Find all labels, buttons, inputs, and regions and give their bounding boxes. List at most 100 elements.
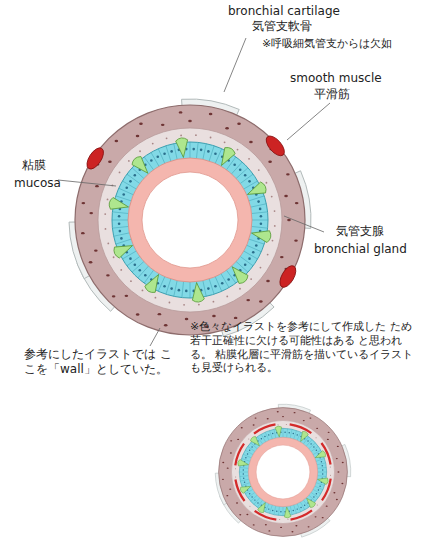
epithelial-cell-border bbox=[240, 256, 253, 265]
epithelial-cell-border bbox=[297, 504, 301, 512]
wall-cell bbox=[337, 471, 339, 472]
submucosa-cell bbox=[180, 135, 182, 137]
bronchial-gland bbox=[191, 282, 205, 303]
epithelial-cell-border bbox=[166, 146, 171, 161]
wall-cell bbox=[108, 161, 112, 163]
epithelial-cell-border bbox=[221, 274, 229, 288]
epithelial-cell-border bbox=[252, 226, 268, 228]
epithelial-nucleus bbox=[248, 180, 251, 183]
epithelial-nucleus bbox=[244, 482, 245, 483]
wall-cell bbox=[158, 313, 162, 315]
epithelial-nucleus bbox=[272, 510, 273, 511]
epithelial-cell-border bbox=[311, 446, 318, 451]
wall-cell bbox=[241, 427, 243, 428]
epithelial-cell-border bbox=[116, 239, 131, 244]
submucosa-cell bbox=[235, 468, 236, 469]
wall-cell bbox=[89, 261, 93, 263]
epithelial-nucleus bbox=[257, 200, 260, 203]
epithelial-cell-border bbox=[252, 212, 268, 214]
wall-cell bbox=[161, 124, 165, 126]
wall-cell bbox=[136, 313, 140, 315]
submucosa-cell bbox=[267, 254, 269, 256]
part-label: ※色々なイラストを参考にして作成した ため若干正確性に欠ける可能性はある と思わ… bbox=[190, 320, 422, 375]
wall-cell bbox=[268, 530, 270, 531]
wall-cell bbox=[265, 524, 267, 525]
submucosa-cell bbox=[274, 210, 276, 212]
wall-cell bbox=[327, 439, 329, 440]
epithelial-nucleus bbox=[134, 263, 137, 266]
epithelial-cell-border bbox=[138, 266, 149, 278]
epithelial-cell-border bbox=[241, 483, 250, 486]
epithelial-nucleus bbox=[245, 457, 246, 458]
epithelial-cell-border bbox=[274, 429, 276, 438]
wall-cell bbox=[284, 195, 288, 197]
epithelial-cell-border bbox=[240, 174, 253, 183]
epithelium-layer bbox=[112, 142, 268, 298]
submucosa-cell bbox=[258, 169, 260, 171]
epithelial-cell-border bbox=[294, 505, 297, 514]
wall-cell bbox=[229, 488, 231, 489]
wall-cell bbox=[237, 123, 241, 125]
epithelial-nucleus bbox=[249, 450, 250, 451]
epithelial-cell-border bbox=[270, 430, 273, 439]
epithelial-nucleus bbox=[248, 257, 251, 260]
epithelial-nucleus bbox=[227, 278, 230, 281]
epithelial-cell-border bbox=[241, 459, 250, 462]
epithelial-cell-border bbox=[158, 149, 165, 164]
epithelial-nucleus bbox=[207, 150, 210, 153]
epithelial-cell-border bbox=[251, 204, 267, 207]
submucosa-cell bbox=[237, 149, 239, 151]
epithelial-nucleus bbox=[313, 496, 314, 497]
submucosa-layer bbox=[231, 420, 334, 523]
submucosa-cell bbox=[107, 243, 109, 245]
wall-cell bbox=[230, 452, 232, 453]
mucosa-ring bbox=[248, 437, 317, 506]
submucosa-cell bbox=[286, 424, 287, 425]
epithelial-cell-border bbox=[236, 168, 248, 179]
epithelial-nucleus bbox=[170, 287, 173, 290]
wall-cell bbox=[89, 212, 93, 214]
submucosa-cell bbox=[316, 437, 317, 438]
epithelial-nucleus bbox=[284, 432, 285, 433]
submucosa-cell bbox=[274, 225, 276, 227]
epithelial-nucleus bbox=[322, 469, 323, 470]
epithelial-cell-border bbox=[278, 507, 280, 516]
epithelial-cell-border bbox=[316, 483, 325, 486]
submucosa-cell bbox=[249, 506, 250, 507]
wall-cell bbox=[253, 524, 255, 525]
wall-cell bbox=[336, 499, 338, 500]
epithelial-cell-border bbox=[249, 196, 264, 201]
epithelial-cell-border bbox=[283, 428, 284, 437]
epithelial-cell-border bbox=[240, 467, 249, 469]
epithelial-cell-border bbox=[127, 174, 140, 183]
wall-cell bbox=[333, 492, 335, 493]
epithelial-nucleus bbox=[120, 237, 123, 240]
submucosa-cell bbox=[152, 143, 154, 145]
epithelial-cell-border bbox=[315, 486, 323, 490]
epithelial-cell-border bbox=[318, 467, 327, 469]
epithelial-cell-border bbox=[240, 479, 249, 481]
lumen bbox=[256, 445, 310, 499]
wall-cell bbox=[227, 467, 229, 468]
epithelial-nucleus bbox=[138, 269, 141, 272]
epithelial-nucleus bbox=[261, 438, 262, 439]
wall-cell bbox=[326, 505, 328, 506]
epithelial-cell-border bbox=[209, 146, 214, 161]
wall-cell bbox=[342, 462, 344, 463]
wall-cell bbox=[94, 249, 98, 251]
wall-cell bbox=[268, 161, 272, 163]
epithelial-nucleus bbox=[244, 174, 247, 177]
submucosa-cell bbox=[128, 160, 130, 162]
submucosa-cell bbox=[166, 137, 168, 139]
epithelial-nucleus bbox=[304, 505, 305, 506]
epithelial-cell-border bbox=[270, 505, 273, 514]
part-label: smooth muscle bbox=[290, 71, 390, 86]
epithelial-cell-border bbox=[203, 144, 206, 160]
submucosa-cell bbox=[287, 519, 288, 520]
wall-cell bbox=[246, 514, 248, 515]
leader-line bbox=[150, 328, 160, 346]
wall-cell bbox=[267, 418, 269, 419]
epithelial-nucleus bbox=[118, 222, 121, 225]
epithelial-nucleus bbox=[243, 473, 244, 474]
part-label: ※呼吸細気管支からは欠如 bbox=[262, 37, 427, 51]
